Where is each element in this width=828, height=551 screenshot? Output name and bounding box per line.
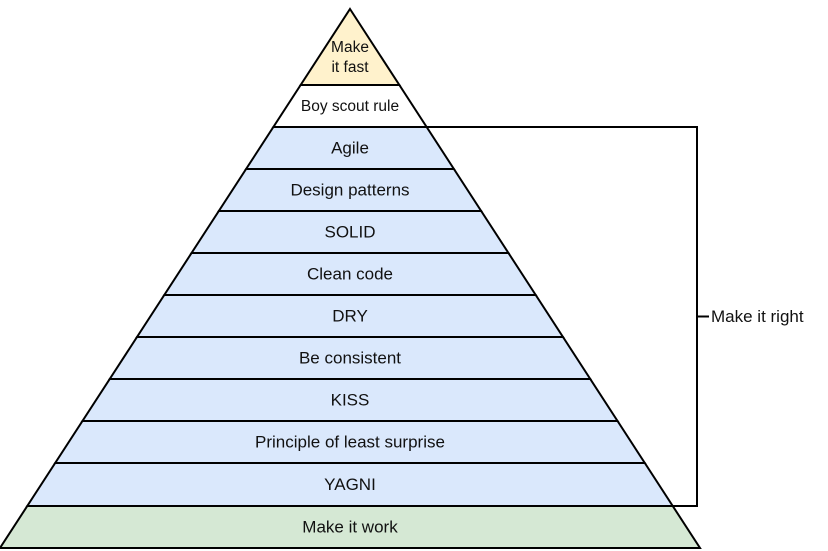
pyramid-layer-label: DRY bbox=[332, 306, 368, 325]
pyramid-layer-label: YAGNI bbox=[324, 475, 376, 494]
pyramid-layer-label: Make bbox=[331, 39, 369, 56]
pyramid-layer: Agile bbox=[244, 126, 456, 170]
pyramid-layer: Clean code bbox=[162, 252, 538, 296]
pyramid-layer-shape bbox=[0, 505, 702, 549]
pyramid-layer-label: Clean code bbox=[307, 264, 393, 283]
pyramid-layer: Make it fast bbox=[298, 7, 402, 86]
pyramid-layer-label: Boy scout rule bbox=[301, 98, 399, 115]
pyramid-layer: YAGNI bbox=[25, 462, 675, 507]
pyramid-layer-label: Agile bbox=[331, 138, 369, 157]
bracket-label: Make it right bbox=[711, 307, 804, 326]
pyramid-layer: Principle of least surprise bbox=[53, 420, 647, 464]
pyramid-layer: Boy scout rule bbox=[271, 84, 429, 128]
pyramid-layer-label: Principle of least surprise bbox=[255, 432, 445, 451]
pyramid-layer: Make it work bbox=[0, 505, 702, 549]
pyramid-layer-label: Make it work bbox=[302, 517, 398, 536]
pyramid-layer: DRY bbox=[135, 294, 565, 338]
pyramid-layer: Be consistent bbox=[107, 336, 593, 380]
pyramid-layer: KISS bbox=[80, 378, 620, 422]
pyramid-layer: Design patterns bbox=[216, 168, 484, 212]
pyramid-layer-label: SOLID bbox=[324, 222, 375, 241]
pyramid-layer: SOLID bbox=[189, 210, 511, 254]
pyramid-layer-label: Be consistent bbox=[299, 348, 401, 367]
pyramid-layer-label: it fast bbox=[331, 59, 369, 76]
pyramid-layer-label: Design patterns bbox=[290, 180, 409, 199]
pyramid-layer-label: KISS bbox=[331, 390, 370, 409]
make-it-right-bracket: Make it right bbox=[426, 126, 804, 507]
